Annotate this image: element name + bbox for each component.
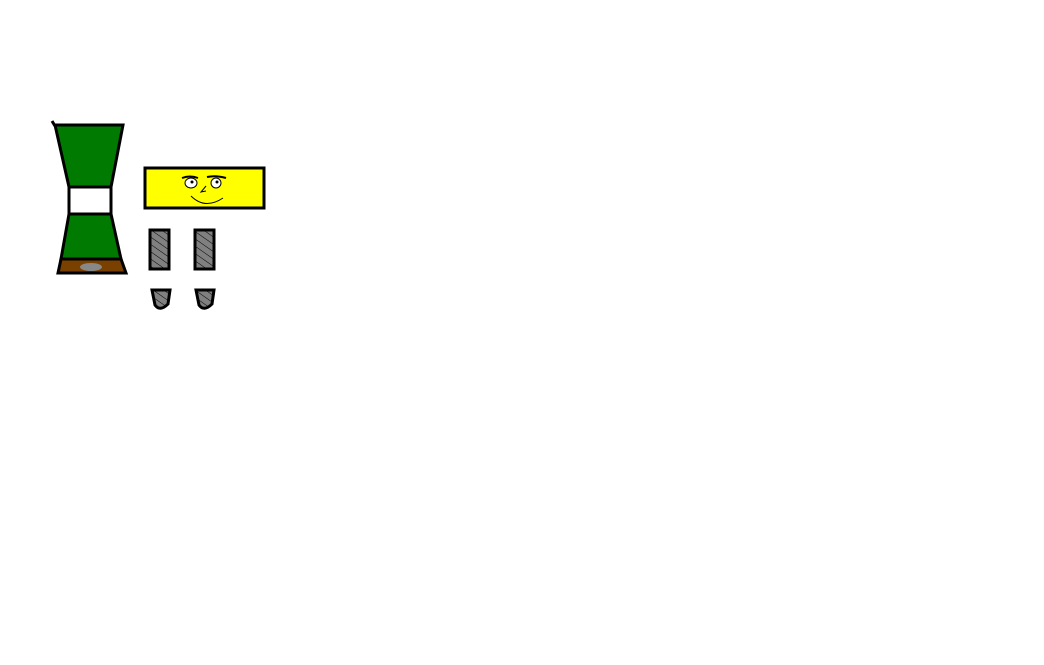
torso-lower xyxy=(59,212,123,261)
leg-left xyxy=(148,228,171,271)
foot-left xyxy=(150,288,172,310)
leg-right xyxy=(193,228,216,271)
base-stone xyxy=(80,263,102,271)
torso-waist xyxy=(67,185,113,216)
head xyxy=(143,166,266,210)
torso xyxy=(50,120,129,275)
left-eyebrow xyxy=(181,175,199,179)
foot-right xyxy=(194,288,216,310)
nose xyxy=(199,185,207,193)
torso-upper xyxy=(53,123,125,189)
mouth xyxy=(190,195,224,204)
right-eyebrow xyxy=(206,175,227,179)
